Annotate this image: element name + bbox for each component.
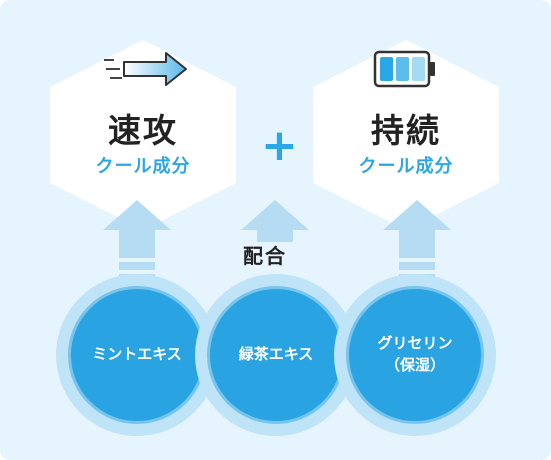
combine-label: 配合 (243, 244, 287, 268)
plus-sign: + (261, 120, 298, 171)
right-hex-subtitle: クール成分 (358, 156, 454, 177)
hexagon-left (50, 40, 236, 230)
arrow-up-right (383, 200, 451, 292)
left-hex-subtitle: クール成分 (95, 156, 191, 177)
ingredient-circle-mint: ミントエキス (68, 286, 206, 424)
arrow-up-left (103, 200, 171, 292)
right-hex-title: 持続 (371, 111, 441, 150)
speed-arrow-icon (104, 52, 187, 86)
hexagon-right (313, 40, 499, 230)
ingredient-label: グリセリン （保湿） (377, 334, 453, 374)
ingredient-circle-glycerin: グリセリン （保湿） (346, 286, 484, 424)
ingredient-circle-green-tea: 緑茶エキス (207, 286, 345, 424)
battery-icon (373, 50, 435, 88)
left-hex-title: 速攻 (108, 111, 178, 150)
ingredient-label: 緑茶エキス (238, 345, 314, 364)
ingredient-label: ミントエキス (92, 345, 182, 364)
arrow-up-middle (241, 200, 309, 242)
